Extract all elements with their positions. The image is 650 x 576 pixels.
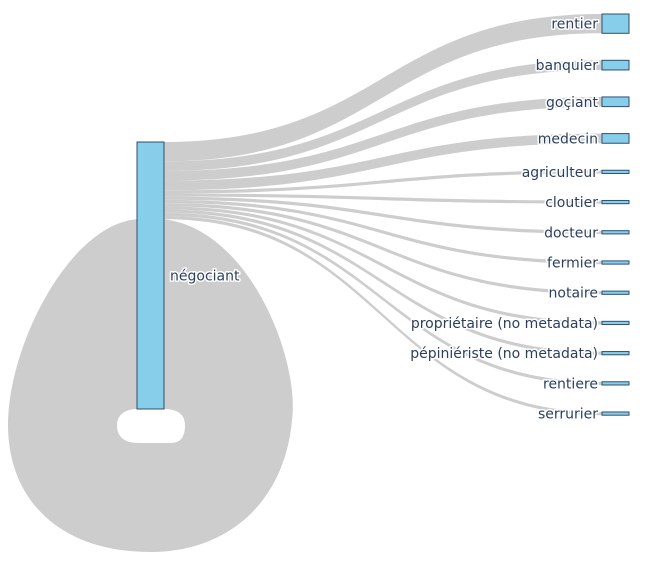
node-label-fermier: fermier <box>547 256 598 272</box>
link-notaire <box>164 203 602 295</box>
node-label-cloutier: cloutier <box>545 195 598 211</box>
node-label-serrurier: serrurier <box>538 407 598 423</box>
node-fermier <box>601 260 630 265</box>
node-label-rentiere: rentiere <box>543 376 598 392</box>
sankey-links <box>8 14 602 552</box>
node-label-proprietaire-no-metadata: propriétaire (no metadata) <box>411 316 598 332</box>
link-docteur <box>164 196 602 234</box>
node-rentier <box>601 13 630 34</box>
node-notaire <box>601 290 630 295</box>
link-rentiere <box>164 212 602 385</box>
link-gociant <box>164 96 602 181</box>
link-fermier <box>164 199 602 265</box>
node-pepinieriste-no-metadata <box>601 351 630 356</box>
node-rentiere <box>601 381 630 386</box>
node-negociant <box>136 141 165 410</box>
node-docteur <box>601 230 630 235</box>
node-serrurier <box>601 411 630 416</box>
node-label-rentier: rentier <box>551 17 598 33</box>
link-pepinieriste-no-metadata <box>164 209 602 355</box>
sankey-labels: négociant rentier banquier goçiant medecin ag… <box>169 15 601 424</box>
link-serrurier <box>164 215 602 416</box>
node-label-banquier: banquier <box>536 58 599 74</box>
link-cloutier <box>164 193 602 204</box>
node-label-docteur: docteur <box>544 225 598 241</box>
node-label-notaire: notaire <box>549 286 598 302</box>
link-rentier <box>164 14 602 162</box>
node-gociant <box>601 96 630 108</box>
node-label-medecin: medecin <box>538 131 598 147</box>
link-banquier <box>164 60 602 171</box>
node-label-pepinieriste-no-metadata: pépiniériste (no metadata) <box>410 346 598 362</box>
node-label-negociant: négociant <box>170 269 240 285</box>
node-label-agriculteur: agriculteur <box>522 165 599 181</box>
node-label-gociant: goçiant <box>546 95 598 111</box>
node-proprietaire-no-metadata <box>601 320 630 326</box>
node-agriculteur <box>601 169 630 174</box>
sankey-nodes <box>136 13 630 416</box>
node-cloutier <box>601 199 630 205</box>
node-medecin <box>601 133 630 144</box>
link-proprietaire-no-metadata <box>164 206 602 325</box>
link-medecin <box>164 133 602 191</box>
link-self-loop <box>8 219 293 552</box>
link-agriculteur <box>164 170 602 194</box>
node-banquier <box>601 59 630 71</box>
